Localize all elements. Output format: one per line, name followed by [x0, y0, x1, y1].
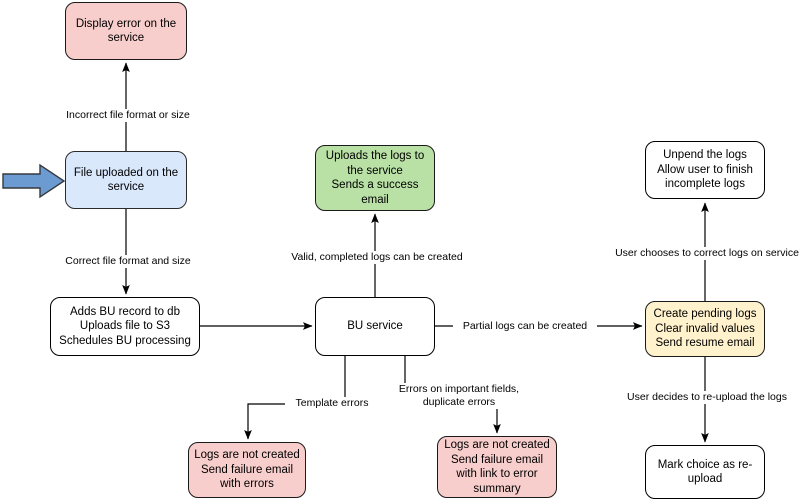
node-logs-not-created-template-errors[interactable]: Logs are not created Send failure email … — [188, 442, 306, 498]
node-uploads-the-logs[interactable]: Uploads the logs to the service Sends a … — [315, 145, 435, 211]
node-display-error[interactable]: Display error on the service — [65, 2, 187, 60]
edge-label-correct-file-format-and-size: Correct file format and size — [26, 255, 230, 268]
node-logs-not-created-field-errors[interactable]: Logs are not created Send failure email … — [437, 436, 557, 498]
edge-label-errors-on-important-fields: Errors on important fields, duplicate er… — [385, 383, 533, 409]
edge-label-partial-logs-can-be-created: Partial logs can be created — [453, 320, 597, 333]
edge-label-user-chooses-to-correct-logs: User chooses to correct logs on service — [595, 247, 801, 260]
entry-block-arrow — [2, 163, 66, 199]
node-create-pending-logs[interactable]: Create pending logs Clear invalid values… — [645, 301, 765, 357]
node-mark-choice-as-re-upload[interactable]: Mark choice as re- upload — [645, 445, 765, 499]
node-bu-service[interactable]: BU service — [315, 297, 435, 356]
edge-label-user-decides-to-re-upload: User decides to re-upload the logs — [608, 391, 801, 404]
edge-label-template-errors: Template errors — [285, 397, 379, 410]
node-file-uploaded-on-the-service[interactable]: File uploaded on the service — [65, 151, 187, 209]
node-unpend-the-logs[interactable]: Unpend the logs Allow user to finish inc… — [645, 141, 765, 199]
node-adds-bu-record[interactable]: Adds BU record to db Uploads file to S3 … — [50, 297, 200, 356]
edge-label-incorrect-file-format-or-size: Incorrect file format or size — [26, 109, 230, 122]
edge-label-valid-completed-logs: Valid, completed logs can be created — [265, 251, 489, 264]
